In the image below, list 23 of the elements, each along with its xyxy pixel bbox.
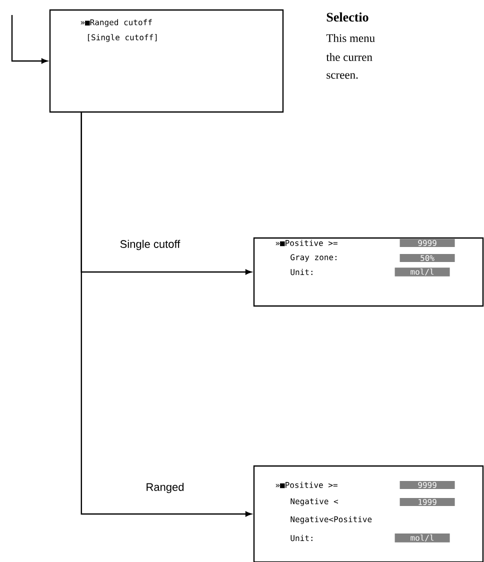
value-field: 50%	[400, 254, 455, 262]
menu-text: »■Positive >=	[276, 482, 338, 488]
value-field: 9999	[400, 238, 455, 248]
body-text: screen.	[326, 73, 358, 79]
value-field: mol/l	[394, 268, 450, 276]
edge-label: Ranged	[144, 482, 186, 494]
menu-text: [Single cutoff]	[88, 34, 157, 42]
body-text: This menu	[326, 34, 375, 42]
edge-label: Single cutoff	[118, 238, 182, 252]
value-field: mol/l	[394, 534, 450, 542]
body-text: the curren	[326, 52, 372, 62]
menu-text: Negative<Positive	[290, 516, 372, 524]
menu-text: »■Positive >=	[276, 240, 338, 246]
menu-text: Unit:	[290, 268, 312, 276]
section-heading: Selectio	[326, 12, 368, 22]
menu-text: Negative <	[290, 498, 338, 506]
arrow	[80, 112, 252, 517]
arrow	[11, 15, 48, 64]
value-field: 1999	[400, 498, 455, 506]
menu-text: »■Ranged cutoff	[80, 19, 152, 27]
value-field: 9999	[400, 480, 455, 490]
menu-text: Unit:	[290, 534, 312, 542]
menu-text: Gray zone:	[290, 254, 336, 262]
